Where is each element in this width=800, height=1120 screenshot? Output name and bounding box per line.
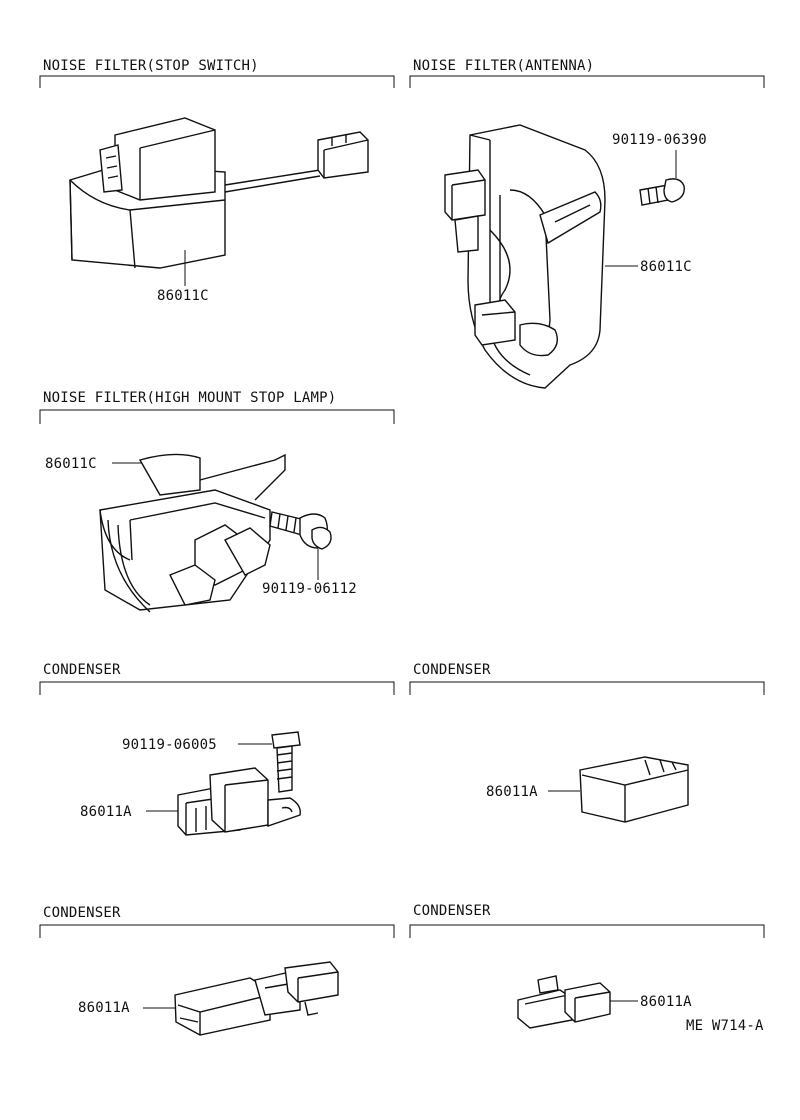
figure-code: ME W714-A — [686, 1018, 764, 1034]
condenser-1 — [146, 731, 301, 836]
antenna-noise-filter — [444, 124, 685, 389]
condenser-4 — [517, 975, 638, 1029]
part-label-condenser-1: 86011A — [80, 804, 132, 820]
part-label-condenser-4: 86011A — [640, 994, 692, 1010]
part-label-stop-lamp-bolt: 90119-06112 — [262, 581, 357, 597]
part-label-condenser-3: 86011A — [78, 1000, 130, 1016]
part-label-antenna-filter: 86011C — [640, 259, 692, 275]
section-brackets — [39, 75, 765, 938]
section-title-condenser-3: CONDENSER — [43, 905, 121, 921]
stop-lamp-noise-filter — [99, 453, 332, 613]
section-title-condenser-1: CONDENSER — [43, 662, 121, 678]
section-title-high-mount-stop-lamp: NOISE FILTER(HIGH MOUNT STOP LAMP) — [43, 390, 337, 406]
stop-switch-noise-filter — [69, 117, 369, 286]
part-label-condenser-2: 86011A — [486, 784, 538, 800]
condenser-3 — [143, 961, 339, 1036]
section-title-condenser-4: CONDENSER — [413, 903, 491, 919]
part-label-stop-switch-filter: 86011C — [157, 288, 209, 304]
section-title-condenser-2: CONDENSER — [413, 662, 491, 678]
section-title-antenna: NOISE FILTER(ANTENNA) — [413, 58, 595, 74]
part-label-stop-lamp-filter: 86011C — [45, 456, 97, 472]
condenser-2 — [548, 756, 689, 823]
section-title-stop-switch: NOISE FILTER(STOP SWITCH) — [43, 58, 259, 74]
part-label-antenna-bolt: 90119-06390 — [612, 132, 707, 148]
part-label-condenser-1-bolt: 90119-06005 — [122, 737, 217, 753]
